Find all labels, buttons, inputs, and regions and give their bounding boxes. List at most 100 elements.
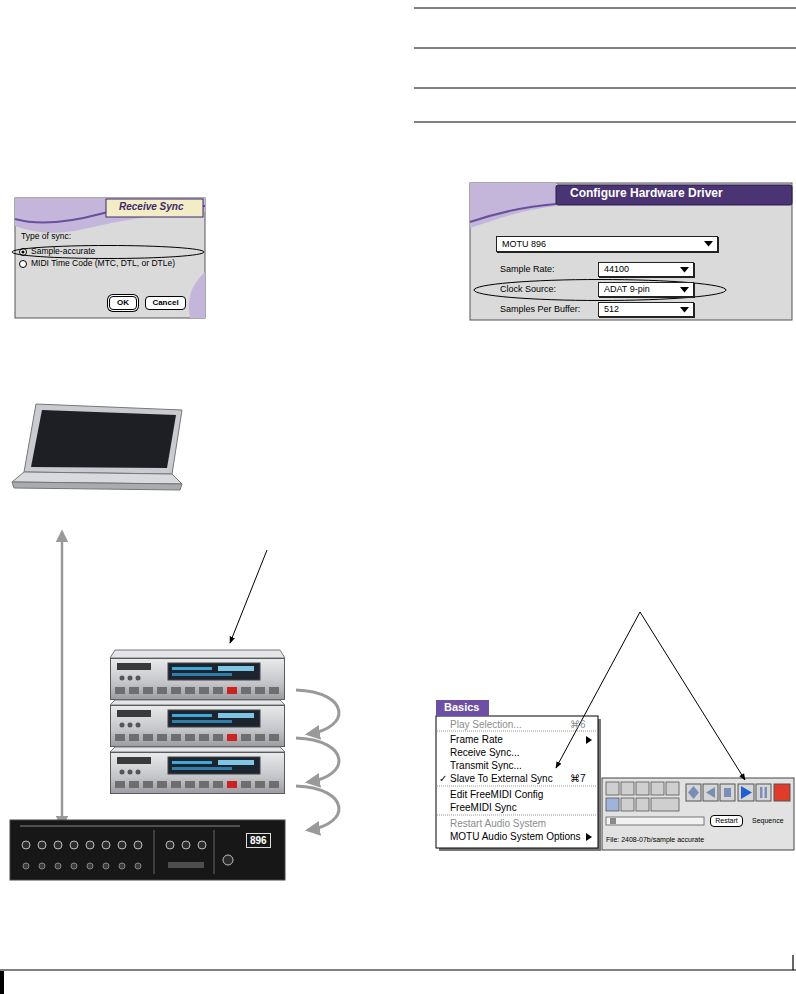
dialog-title: Configure Hardware Driver [570, 187, 723, 201]
tool-icon [621, 798, 634, 811]
model-number: 896 [246, 833, 271, 848]
push-button: Cancel [145, 296, 186, 310]
jack [135, 863, 141, 869]
transport-buttons [686, 784, 790, 801]
jack [55, 863, 61, 869]
jack [23, 863, 29, 869]
knob [70, 841, 78, 849]
dialog-title-tab [106, 199, 203, 217]
adat-stack [110, 650, 285, 794]
menu-separator [437, 815, 597, 816]
menu-separator [437, 731, 597, 732]
knob [22, 841, 30, 849]
pulldown-menu: BasicsPlay Selection...⌘6Frame RateRecei… [436, 700, 598, 848]
laptop-edge [12, 482, 182, 490]
meter-strip [168, 862, 204, 868]
highlight-ellipse [474, 280, 726, 301]
tool-icon [636, 798, 649, 811]
popup-arrow-glyph [704, 241, 713, 247]
radio-option: MIDI Time Code (MTC, DTL, or DTLe) [31, 259, 175, 269]
adat-recorder [111, 659, 285, 700]
transport-glyph [760, 787, 763, 798]
popup-arrow [704, 241, 713, 247]
footer-rule [0, 969, 796, 970]
popup-value: 44100 [604, 264, 629, 274]
jack [71, 863, 77, 869]
curved-arrow [296, 786, 339, 830]
jack [39, 863, 45, 869]
field-label: Samples Per Buffer: [500, 304, 580, 314]
tool-icon [666, 782, 679, 795]
leader-lines [556, 612, 745, 780]
tool-icon [606, 798, 619, 811]
default-button: OK [109, 296, 137, 310]
menu-item: Transmit Sync... [450, 760, 522, 772]
rule-line [414, 48, 796, 49]
rack-panel [10, 820, 285, 880]
tool-icon [651, 782, 664, 795]
submenu-arrow [586, 833, 592, 841]
tool-icon [636, 782, 649, 795]
submenu-arrow [586, 736, 592, 744]
jack [103, 863, 109, 869]
panel-marking [20, 826, 240, 827]
jack [119, 863, 125, 869]
adat-recorder [111, 753, 285, 794]
play-button [738, 784, 754, 801]
dialog-title: Receive Sync [119, 201, 184, 213]
popup-arrow [680, 307, 689, 313]
knob [54, 841, 62, 849]
popup-arrow [680, 287, 689, 293]
knob [118, 841, 126, 849]
rule-line [414, 8, 796, 9]
knob [166, 841, 174, 849]
dialog-swoosh [15, 198, 205, 233]
menu-item: FreeMIDI Sync [450, 802, 517, 814]
popup-value: MOTU 896 [502, 239, 546, 249]
transport-glyph [706, 787, 715, 798]
knob [86, 841, 94, 849]
knob [223, 855, 233, 865]
dialog-swoosh [470, 183, 556, 228]
menu-item: Edit FreeMIDI Config [450, 789, 543, 801]
laptop-computer [12, 404, 182, 490]
dialog-body [470, 183, 792, 320]
panel-divider [214, 830, 215, 874]
footer-tick [792, 955, 793, 970]
window-body [602, 778, 794, 850]
leader-line [556, 612, 640, 768]
knob [38, 841, 46, 849]
rule-line [414, 122, 796, 123]
transport-button [703, 784, 718, 801]
field-label: Type of sync: [21, 232, 71, 242]
chain-arrows [296, 690, 339, 830]
laptop-screen [31, 410, 176, 468]
tool-icon [651, 798, 679, 811]
slider-bar [606, 817, 704, 825]
knob [182, 841, 190, 849]
popup-arrow-glyph [680, 307, 689, 313]
transport-glyph [688, 786, 699, 799]
pointer-line [230, 550, 267, 643]
popup-menu: 512 [598, 302, 694, 317]
leader-line [640, 612, 745, 780]
curved-arrow [296, 690, 339, 734]
play-glyph [741, 786, 752, 799]
menu-title: Basics [436, 700, 489, 716]
menu-item: Play Selection... [450, 719, 522, 731]
dialog-window: Configure Hardware DriverSample Rate:Clo… [470, 183, 792, 320]
transport-button [686, 784, 701, 801]
popup-arrow [680, 267, 689, 273]
menu-item: Receive Sync... [450, 747, 519, 759]
adat-recorder [111, 706, 285, 747]
tool-icon [621, 782, 634, 795]
adat-top [110, 650, 285, 658]
jack [87, 863, 93, 869]
button-label: OK [117, 298, 129, 307]
curved-arrow [296, 738, 339, 782]
transport-button [756, 784, 771, 801]
record-button [774, 784, 790, 801]
adat-top [110, 700, 285, 705]
menu-item: MOTU Audio System Options [450, 831, 581, 843]
